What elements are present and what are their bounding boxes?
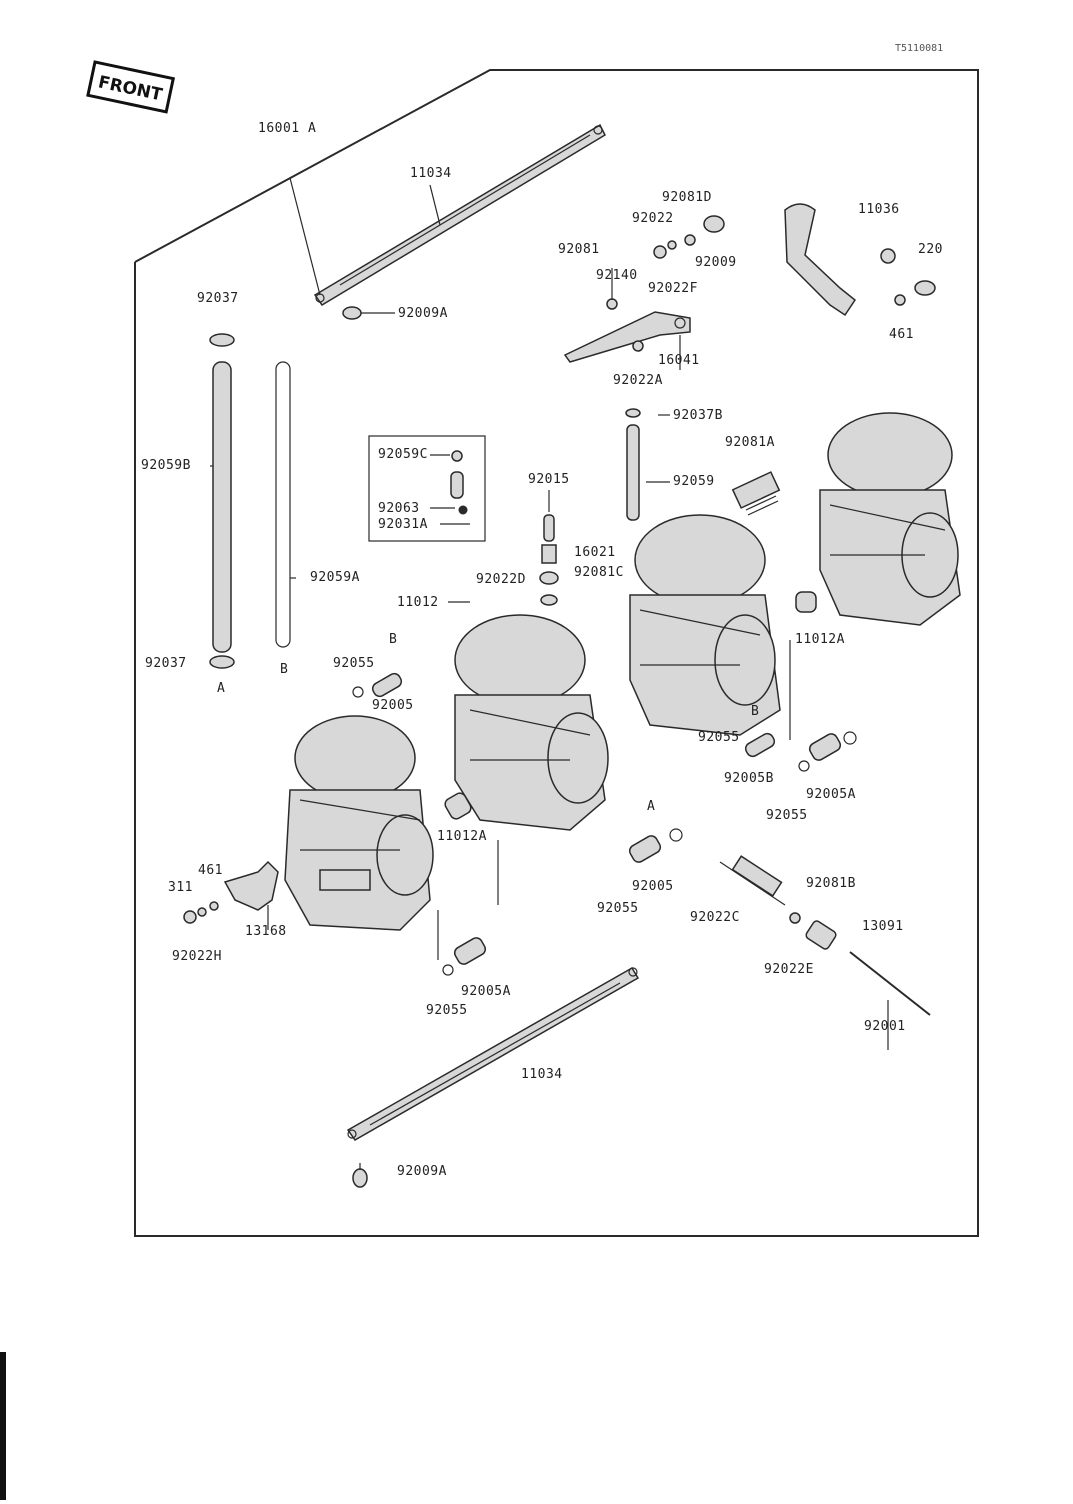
label-11012a-right: 11012A	[795, 632, 845, 647]
label-a-2: A	[647, 799, 656, 814]
label-92005-a: 92005	[372, 698, 414, 713]
label-13168: 13168	[245, 924, 287, 939]
label-b-3: B	[751, 704, 760, 719]
inset-parts	[450, 450, 468, 515]
label-461-top: 461	[889, 327, 914, 342]
pipe-92059	[625, 408, 641, 521]
label-92140: 92140	[596, 268, 638, 283]
label-b-1: B	[280, 662, 289, 677]
front-badge: FRONT	[86, 60, 176, 114]
label-11034-top: 11034	[410, 166, 452, 181]
label-92009a-bottom: 92009A	[397, 1164, 447, 1179]
idle-adjust	[719, 855, 931, 1016]
label-92037-bottom: 92037	[145, 656, 187, 671]
screw-bottom	[352, 1163, 368, 1188]
label-16001a: 16001 A	[258, 121, 317, 136]
label-92022: 92022	[632, 211, 674, 226]
label-92022f: 92022F	[648, 281, 698, 296]
label-92055-c: 92055	[766, 808, 808, 823]
label-220: 220	[918, 242, 943, 257]
carburetor-2	[454, 614, 609, 831]
label-92022a: 92022A	[613, 373, 663, 388]
bottom-bracket-bar	[346, 966, 640, 1141]
label-461-bottom: 461	[198, 863, 223, 878]
label-13091: 13091	[862, 919, 904, 934]
fuel-pipe-a	[275, 361, 291, 648]
label-92059a: 92059A	[310, 570, 360, 585]
label-92001: 92001	[864, 1019, 906, 1034]
label-92015: 92015	[528, 472, 570, 487]
inset-box	[368, 435, 486, 542]
label-92055-mid: 92055	[597, 901, 639, 916]
label-11034-bottom: 11034	[521, 1067, 563, 1082]
top-bracket-bar	[289, 123, 606, 307]
screw-top	[342, 306, 395, 320]
label-92022c: 92022C	[690, 910, 740, 925]
label-92063: 92063	[378, 501, 420, 516]
label-92081a: 92081A	[725, 435, 775, 450]
throttle-lever	[784, 203, 936, 317]
scan-edge-bar	[0, 1352, 6, 1500]
spring-92081a	[731, 471, 781, 516]
label-92055-b: 92055	[698, 730, 740, 745]
label-16041: 16041	[658, 353, 700, 368]
label-b-2: B	[389, 632, 398, 647]
label-11012a-mid: 11012A	[437, 829, 487, 844]
label-92009a-top: 92009A	[398, 306, 448, 321]
label-11012: 11012	[397, 595, 439, 610]
link-lever	[563, 215, 725, 363]
label-92055-a: 92055	[333, 656, 375, 671]
carburetor-1	[284, 715, 434, 931]
label-92081c: 92081C	[574, 565, 624, 580]
center-fitting	[539, 490, 559, 606]
label-92005-mid: 92005	[632, 879, 674, 894]
label-92081: 92081	[558, 242, 600, 257]
label-92022h: 92022H	[172, 949, 222, 964]
label-92005b: 92005B	[724, 771, 774, 786]
label-311: 311	[168, 880, 193, 895]
label-92037-top: 92037	[197, 291, 239, 306]
label-92009: 92009	[695, 255, 737, 270]
label-a-1: A	[217, 681, 226, 696]
label-92059b: 92059B	[141, 458, 191, 473]
label-92022d: 92022D	[476, 572, 526, 587]
label-92031a: 92031A	[378, 517, 428, 532]
fuel-pipe-b	[209, 333, 235, 669]
label-92037b: 92037B	[673, 408, 723, 423]
document-id: T5110081	[895, 43, 944, 54]
label-16021: 16021	[574, 545, 616, 560]
label-92005a-right: 92005A	[806, 787, 856, 802]
joint-pipes	[352, 591, 857, 976]
carburetor-3	[629, 514, 781, 736]
label-92081b: 92081B	[806, 876, 856, 891]
label-92059c: 92059C	[378, 447, 428, 462]
carburetor-4	[819, 412, 961, 626]
diagram-frame	[134, 69, 979, 1237]
leader-lines	[210, 335, 889, 1050]
label-11036: 11036	[858, 202, 900, 217]
label-92059: 92059	[673, 474, 715, 489]
label-92005a-bottom: 92005A	[461, 984, 511, 999]
label-92055-bottom: 92055	[426, 1003, 468, 1018]
label-92022e: 92022E	[764, 962, 814, 977]
label-92081d: 92081D	[662, 190, 712, 205]
choke-lever	[183, 860, 279, 924]
